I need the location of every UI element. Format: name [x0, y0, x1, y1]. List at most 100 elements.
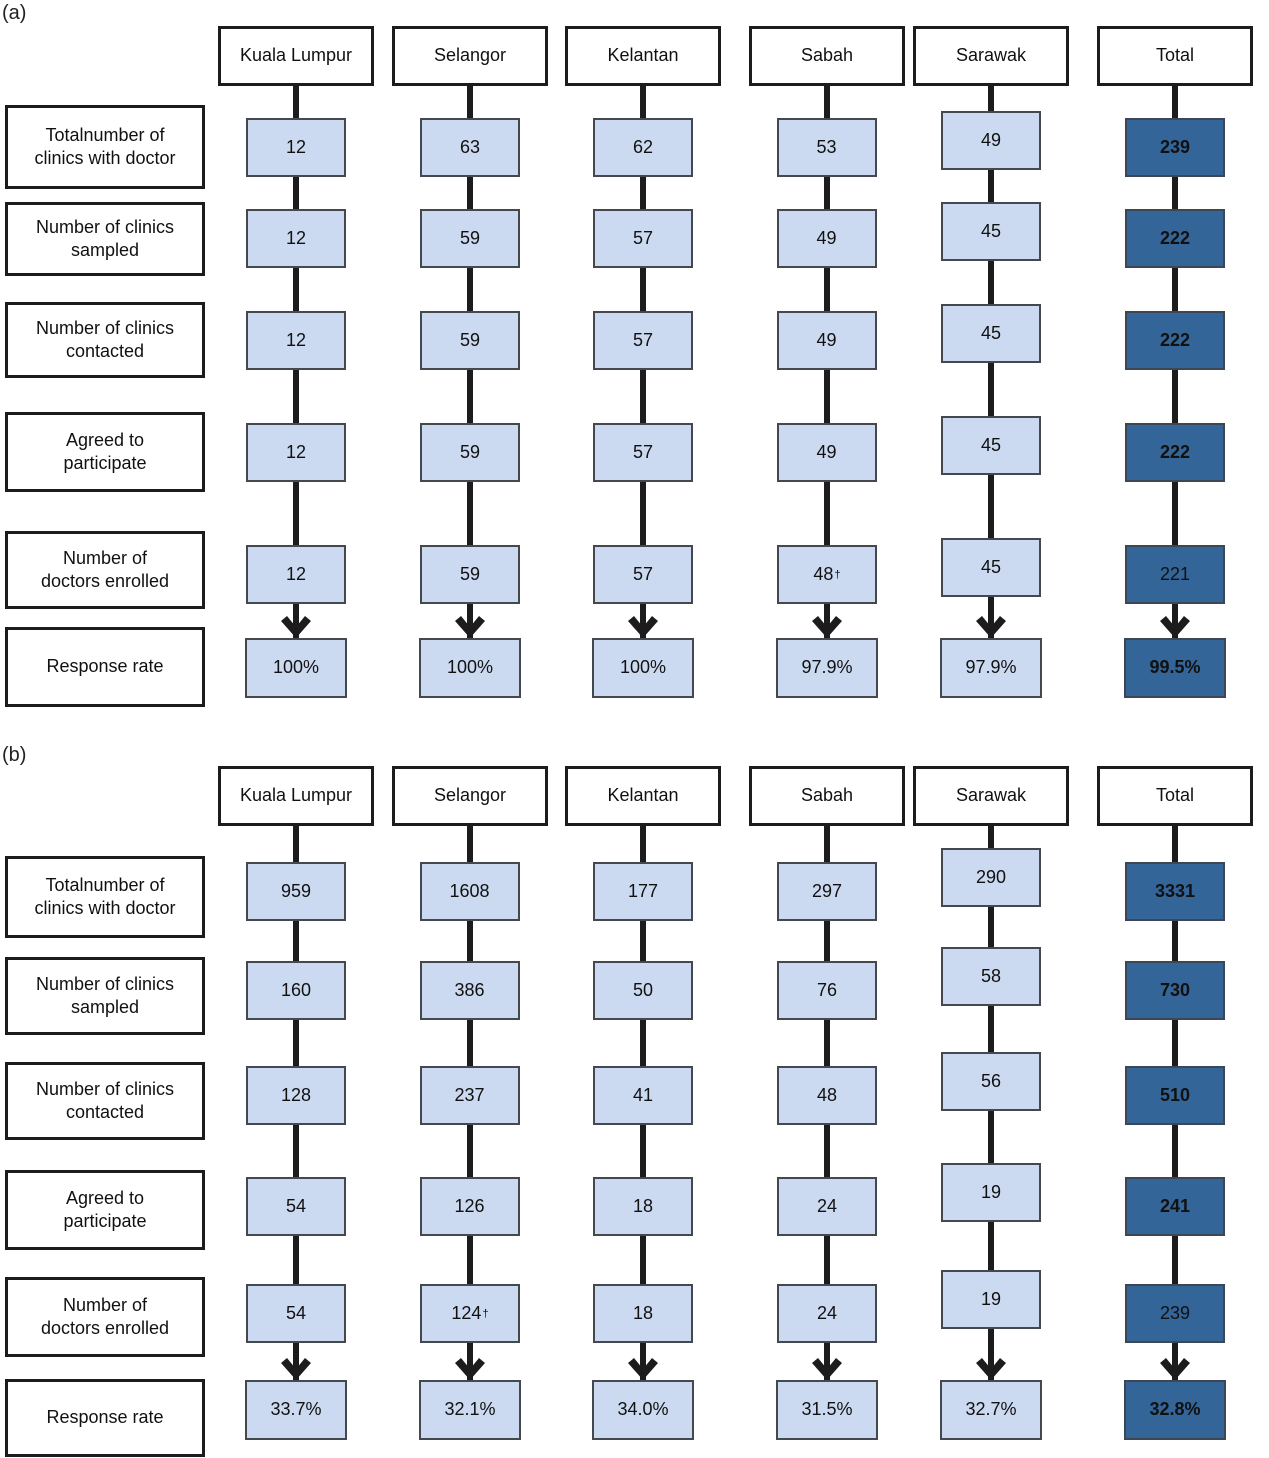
down-arrow-icon [976, 616, 1006, 638]
value-text: 59 [459, 441, 481, 462]
total-value-box: 221 [1125, 545, 1225, 604]
down-arrow-icon [812, 1358, 842, 1380]
response-box: 31.5% [776, 1380, 878, 1440]
total-value-box: 239 [1125, 1284, 1225, 1343]
value-box: 57 [593, 209, 693, 268]
value-text: 222 [1159, 227, 1191, 248]
response-text: 33.7% [270, 1399, 322, 1420]
value-text: 177 [627, 880, 659, 901]
value-text: 730 [1159, 979, 1191, 1000]
value-text: 19 [980, 1181, 1002, 1202]
value-text: 239 [1159, 136, 1191, 157]
column-header: Total [1097, 26, 1253, 86]
value-box: 49 [777, 311, 877, 370]
value-text: 19 [980, 1288, 1002, 1309]
value-box: 57 [593, 311, 693, 370]
total-value-box: 241 [1125, 1177, 1225, 1236]
value-text: 53 [816, 136, 837, 157]
value-text: 49 [980, 129, 1002, 150]
value-text: 124 [451, 1302, 482, 1323]
value-text: 222 [1159, 329, 1191, 350]
value-box: 128 [246, 1066, 346, 1125]
value-box: 49 [941, 111, 1041, 170]
response-text: 97.9% [801, 657, 853, 678]
value-box: 54 [246, 1177, 346, 1236]
value-text: 76 [816, 979, 838, 1000]
total-value-box: 510 [1125, 1066, 1225, 1125]
total-value-box: 730 [1125, 961, 1225, 1020]
response-box: 33.7% [245, 1380, 347, 1440]
value-text: 18 [632, 1302, 654, 1323]
down-arrow-icon [455, 1358, 485, 1380]
row-label: Totalnumber of clinics with doctor [5, 105, 205, 189]
value-text: 126 [454, 1195, 485, 1216]
down-arrow-icon [281, 616, 311, 638]
value-box: 12 [246, 311, 346, 370]
value-box: 45 [941, 538, 1041, 597]
column-header: Selangor [392, 26, 548, 86]
value-text: 48 [816, 1084, 838, 1105]
value-box: 12 [246, 209, 346, 268]
value-text: 41 [632, 1084, 654, 1105]
value-text: 48 [813, 563, 834, 584]
response-text: 32.1% [444, 1399, 496, 1420]
value-box: 58 [941, 947, 1041, 1006]
value-box: 124† [420, 1284, 520, 1343]
response-text: 32.7% [965, 1399, 1017, 1420]
panel-label: (b) [2, 744, 27, 766]
response-text: 31.5% [801, 1399, 853, 1420]
value-text: 1608 [449, 880, 490, 901]
value-box: 50 [593, 961, 693, 1020]
value-text: 54 [285, 1302, 307, 1323]
down-arrow-icon [455, 616, 485, 638]
value-text: 510 [1159, 1084, 1191, 1105]
value-box: 24 [777, 1284, 877, 1343]
value-text: 57 [632, 563, 654, 584]
value-box: 59 [420, 209, 520, 268]
value-text: 160 [280, 979, 312, 1000]
value-box: 12 [246, 545, 346, 604]
value-box: 57 [593, 545, 693, 604]
value-text: 297 [811, 880, 843, 901]
down-arrow-icon [1160, 616, 1190, 638]
value-box: 57 [593, 423, 693, 482]
value-box: 49 [777, 423, 877, 482]
column-header: Kelantan [565, 766, 721, 826]
value-text: 386 [454, 979, 485, 1000]
value-text: 3331 [1154, 880, 1196, 901]
value-text: 57 [632, 329, 654, 350]
value-text: 49 [816, 227, 837, 248]
response-box: 100% [245, 638, 347, 698]
value-text: 62 [632, 136, 654, 157]
value-text: 241 [1159, 1195, 1191, 1216]
column-header: Total [1097, 766, 1253, 826]
value-text: 221 [1159, 563, 1191, 584]
down-arrow-icon [1160, 1358, 1190, 1380]
row-label: Agreed to participate [5, 412, 205, 492]
response-box: 97.9% [776, 638, 878, 698]
row-label: Number of clinics sampled [5, 957, 205, 1035]
value-text: 59 [459, 563, 481, 584]
row-label: Totalnumber of clinics with doctor [5, 856, 205, 938]
value-box: 19 [941, 1163, 1041, 1222]
value-text: 12 [285, 329, 307, 350]
value-text: 59 [459, 227, 481, 248]
value-box: 59 [420, 311, 520, 370]
response-text: 100% [272, 657, 320, 678]
response-box: 32.8% [1124, 1380, 1226, 1440]
value-box: 24 [777, 1177, 877, 1236]
column-header: Sarawak [913, 26, 1069, 86]
column-header: Selangor [392, 766, 548, 826]
value-box: 48† [777, 545, 877, 604]
value-text: 54 [285, 1195, 307, 1216]
value-text: 24 [816, 1195, 838, 1216]
value-box: 959 [246, 862, 346, 921]
down-arrow-icon [812, 616, 842, 638]
column-header: Sabah [749, 26, 905, 86]
value-box: 386 [420, 961, 520, 1020]
response-box: 97.9% [940, 638, 1042, 698]
value-box: 45 [941, 304, 1041, 363]
value-box: 45 [941, 416, 1041, 475]
value-text: 12 [285, 563, 307, 584]
